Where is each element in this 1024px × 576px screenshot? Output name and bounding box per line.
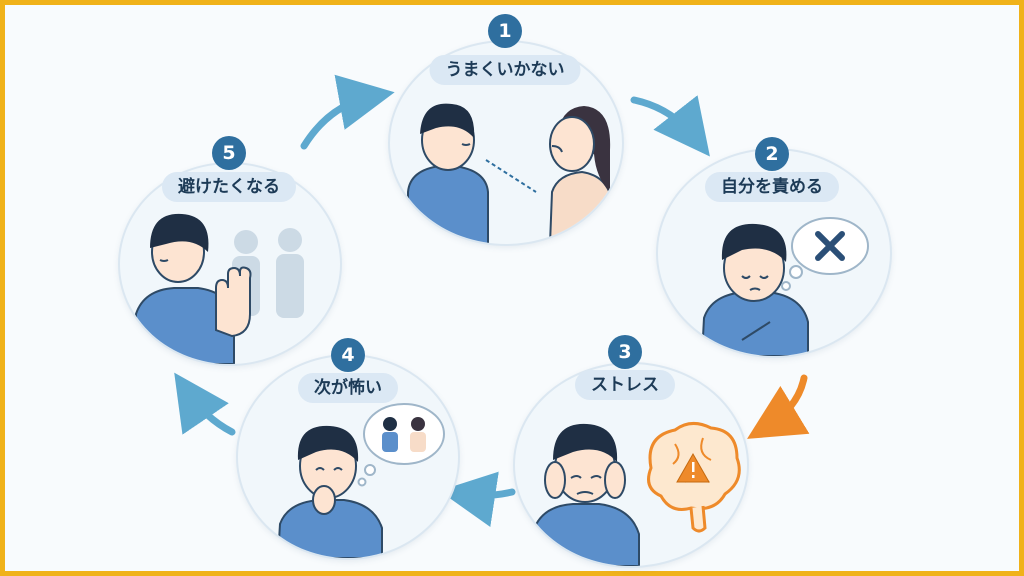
arrow-2-to-3 xyxy=(747,374,810,439)
step-2-illustration xyxy=(656,148,892,358)
step-2-label: 自分を責める xyxy=(705,172,839,202)
step-3-number: 3 xyxy=(608,335,642,369)
arrow-1-to-2 xyxy=(630,95,710,157)
arrow-3-to-4 xyxy=(439,471,516,527)
step-3-illustration xyxy=(513,362,749,568)
step-5-number: 5 xyxy=(212,136,246,170)
arrow-4-to-5 xyxy=(174,372,236,436)
thought-bubble-icon xyxy=(357,403,445,487)
step-2-number: 2 xyxy=(755,137,789,171)
step-1-number: 1 xyxy=(488,14,522,48)
x-mark-icon xyxy=(815,231,845,261)
step-3-label: ストレス xyxy=(575,370,675,400)
step-5-illustration xyxy=(118,162,342,366)
step-4-illustration xyxy=(236,354,460,560)
step-4-number: 4 xyxy=(331,338,365,372)
step-1-label: うまくいかない xyxy=(429,55,581,85)
step-5-label: 避けたくなる xyxy=(162,172,296,202)
arrow-5-to-1 xyxy=(300,74,395,150)
warning-icon xyxy=(676,452,710,483)
step-4-label: 次が怖い xyxy=(298,373,398,403)
